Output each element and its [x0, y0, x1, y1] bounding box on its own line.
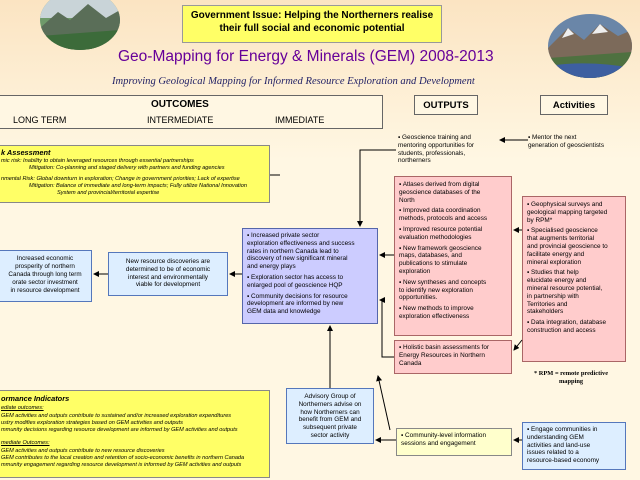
immediate-outcome-item: ▪ Increased private sector exploration e…: [247, 232, 355, 271]
output-item: ▪ New syntheses and concepts to identify…: [399, 278, 487, 302]
output-community-text: ▪ Community-level information sessions a…: [401, 432, 487, 447]
output-holistic-text: ▪ Holistic basin assessments for Energy …: [399, 344, 489, 367]
activity-item: ▪ Data integration, database constructio…: [527, 319, 607, 334]
issue-line-2: their full social and economic potential: [219, 23, 405, 34]
output-item: ▪ Improved data coordination methods, pr…: [399, 207, 488, 223]
risk-assessment-box: k Assessment mic risk: Inability to obta…: [0, 145, 270, 203]
output-training: ▪ Geoscience training and mentoring oppo…: [398, 134, 475, 165]
long-term-outcome-text: Increased economic prosperity of norther…: [8, 255, 82, 294]
intermediate-outcome-box: New resource discoveries are determined …: [108, 252, 228, 296]
page-title: Geo-Mapping for Energy & Minerals (GEM) …: [118, 48, 494, 65]
arrow-training-to-immediate: [357, 149, 396, 227]
arrow-activities-to-holistic: [513, 339, 523, 351]
output-item: ▪ New framework geoscience maps, databas…: [399, 244, 482, 275]
landscape-photo-left: [40, 0, 120, 50]
intermediate-outcome-text: New resource discoveries are determined …: [125, 258, 211, 289]
activities-heading: Activities: [552, 100, 596, 111]
page-subtitle: Improving Geological Mapping for Informe…: [112, 76, 475, 87]
long-term-heading: LONG TERM: [13, 115, 67, 125]
performance-indicators-box: ormance Indicators ediate outcomes: GEM …: [0, 390, 270, 478]
risk-line-2: Mitigation: Co-planning and staged deliv…: [29, 165, 225, 171]
arrow-community-up: [376, 375, 391, 431]
risk-line-4: Mitigation: Balance of immediate and lon…: [29, 183, 247, 189]
output-holistic-box: ▪ Holistic basin assessments for Energy …: [394, 340, 512, 374]
outcomes-heading: OUTCOMES: [151, 99, 209, 110]
rpm-note: * RPM = remote predictive mapping: [534, 370, 609, 385]
activity-engage-box: ▪ Engage communities in understanding GE…: [522, 422, 626, 470]
outputs-heading: OUTPUTS: [423, 100, 469, 111]
risk-line-1: mic risk: Inability to obtain leveraged …: [1, 158, 194, 164]
activity-item: ▪ Specialised geoscience that augments t…: [527, 227, 608, 266]
performance-line-1: GEM activities and outputs contribute to…: [1, 413, 232, 419]
activity-mentor: ▪ Mentor the next generation of geoscien…: [528, 134, 605, 149]
landscape-photo-right: [548, 14, 632, 78]
performance-line-3: mmunity decisions regarding resource dev…: [1, 427, 238, 433]
activity-item: ▪ Geophysical surveys and geological map…: [527, 201, 608, 224]
risk-line-5: System and provincial/territorial expert…: [57, 190, 160, 196]
immediate-outcome-item: ▪ Community decisions for resource devel…: [247, 292, 348, 316]
outcomes-header: OUTCOMES LONG TERM INTERMEDIATE IMMEDIAT…: [0, 95, 383, 129]
performance-title: ormance Indicators: [1, 394, 70, 403]
immediate-outcomes-box: ▪ Increased private sector exploration e…: [242, 228, 378, 324]
performance-line-5: GEM contributes to the local creation an…: [1, 455, 245, 461]
advisory-group-box: Advisory Group of Northerners advise on …: [286, 388, 374, 444]
intermediate-heading: INTERMEDIATE: [147, 115, 214, 125]
activities-header: Activities: [540, 95, 608, 115]
advisory-group-text: Advisory Group of Northerners advise on …: [298, 393, 362, 439]
government-issue-box: Government Issue: Helping the Northerner…: [182, 5, 442, 43]
performance-line-2: ustry modifies exploration strategies ba…: [1, 420, 183, 426]
activities-box: ▪ Geophysical surveys and geological map…: [522, 196, 626, 362]
output-item: ▪ Improved resource potential evaluation…: [399, 225, 483, 241]
output-item: ▪ Atlases derived from digital geoscienc…: [399, 181, 481, 204]
activity-item: ▪ Studies that help elucidate energy and…: [527, 269, 603, 316]
performance-sub-2: mediate Outcomes:: [1, 440, 50, 446]
immediate-heading: IMMEDIATE: [275, 115, 325, 125]
risk-line-3: nmental Risk: Global downturn in explora…: [1, 176, 240, 182]
activity-engage-text: ▪ Engage communities in understanding GE…: [527, 426, 600, 465]
issue-line-1: Government Issue: Helping the Northerner…: [190, 10, 434, 21]
long-term-outcome-box: Increased economic prosperity of norther…: [0, 250, 92, 302]
output-item: ▪ New methods to improve exploration eff…: [399, 305, 474, 320]
performance-sub-1: ediate outcomes:: [1, 405, 44, 411]
risk-title: k Assessment: [1, 148, 51, 157]
performance-line-4: GEM activities and outputs contribute to…: [1, 448, 165, 454]
immediate-outcome-item: ▪ Exploration sector has access to enlar…: [247, 273, 344, 289]
outputs-header: OUTPUTS: [414, 95, 478, 115]
performance-line-6: mmunity engagement regarding resource de…: [1, 462, 242, 468]
outputs-box: ▪ Atlases derived from digital geoscienc…: [394, 176, 512, 336]
arrow-holistic-to-immediate: [379, 297, 394, 358]
output-community-box: ▪ Community-level information sessions a…: [396, 428, 512, 456]
